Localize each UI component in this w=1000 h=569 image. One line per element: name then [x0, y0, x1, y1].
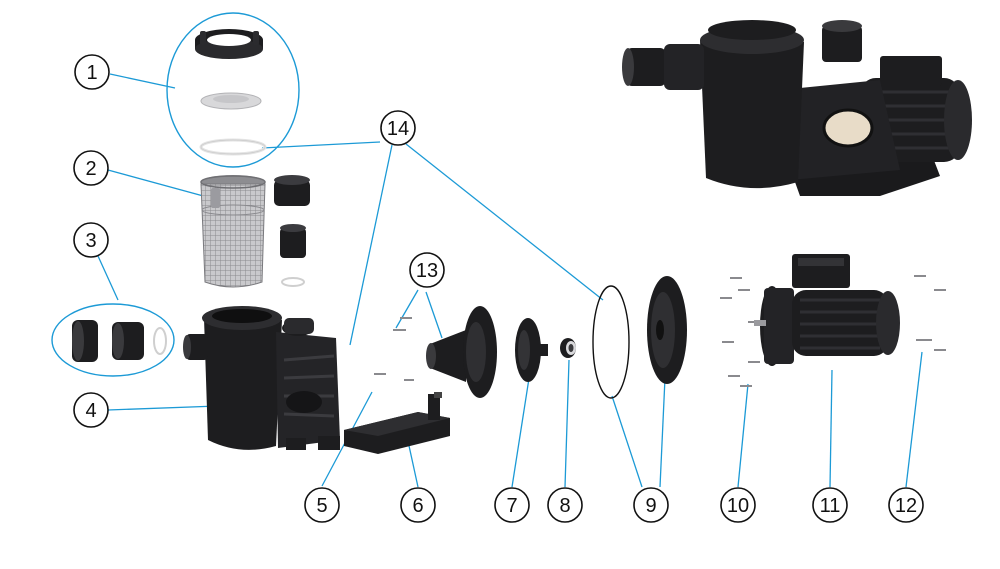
callout-2: 2	[73, 150, 109, 186]
basket-mesh-icon	[200, 183, 266, 288]
leader-line-14a	[261, 141, 381, 149]
callout-number: 12	[895, 495, 917, 517]
callout-circle	[409, 252, 445, 288]
diffuser-assembly	[393, 306, 497, 398]
diffuser-cone-icon	[430, 330, 466, 382]
callout-12: 12	[888, 487, 924, 523]
callout-8: 8	[547, 487, 583, 523]
impeller	[515, 318, 548, 382]
union-washer-icon	[281, 277, 305, 287]
callout-circle	[812, 487, 848, 523]
callout-13: 13	[409, 252, 445, 288]
housing-screws	[374, 373, 414, 381]
leader-line-12	[905, 351, 923, 488]
callout-circle	[380, 110, 416, 146]
callout-10: 10	[720, 487, 756, 523]
callout-circle	[73, 392, 109, 428]
callout-number: 4	[85, 400, 96, 422]
callout-number: 3	[85, 230, 96, 252]
union-nut-icon	[274, 180, 310, 206]
callout-circle	[547, 487, 583, 523]
callout-11: 11	[812, 487, 848, 523]
callout-number: 2	[85, 158, 96, 180]
callout-number: 1	[86, 62, 97, 84]
leader-line-9b	[659, 377, 666, 488]
callout-9: 9	[633, 487, 669, 523]
callout-5: 5	[304, 487, 340, 523]
leader-line-14c	[405, 143, 604, 301]
callout-number: 5	[316, 495, 327, 517]
mechanical-seal	[560, 338, 576, 358]
tail-piece-icon	[280, 228, 306, 258]
leader-line-4	[107, 405, 219, 411]
seal-plate-assembly	[592, 276, 687, 399]
leader-line-10	[737, 383, 749, 488]
leader-line-3	[97, 255, 119, 301]
callout-number: 13	[416, 260, 438, 282]
callout-circle	[400, 487, 436, 523]
callout-circle	[73, 150, 109, 186]
callout-circle	[888, 487, 924, 523]
callout-1: 1	[74, 54, 110, 90]
leader-line-7	[511, 371, 531, 488]
motor-bolts-left	[720, 277, 760, 387]
large-oring-icon	[592, 285, 630, 399]
lid-detail-circle	[166, 12, 300, 168]
callout-circle	[74, 54, 110, 90]
callout-number: 14	[387, 118, 409, 140]
leader-line-13b	[425, 291, 443, 339]
leader-line-11	[829, 369, 833, 488]
leader-line-1	[109, 73, 176, 89]
callout-number: 11	[820, 495, 841, 517]
pump-window-icon	[824, 110, 872, 146]
callout-circle	[633, 487, 669, 523]
callout-circle	[73, 222, 109, 258]
callout-number: 10	[727, 495, 749, 517]
union-set	[51, 303, 175, 377]
leader-line-8	[564, 359, 570, 488]
pump-housing	[183, 306, 340, 450]
strainer-basket	[200, 175, 310, 288]
pump-base	[344, 392, 450, 454]
leader-line-14b	[349, 144, 393, 346]
motor	[754, 254, 900, 366]
callout-number: 7	[506, 495, 517, 517]
leader-lines	[97, 73, 923, 488]
callout-circle	[720, 487, 756, 523]
callout-circle	[494, 487, 530, 523]
callout-3: 3	[73, 222, 109, 258]
callout-number: 6	[412, 495, 423, 517]
union-oring-icon	[153, 327, 167, 355]
callout-number: 9	[645, 495, 656, 517]
callout-number: 8	[559, 495, 570, 517]
callout-6: 6	[400, 487, 436, 523]
lid-assembly	[166, 12, 300, 168]
callout-7: 7	[494, 487, 530, 523]
leader-line-13a	[395, 289, 419, 329]
motor-bolts-right	[914, 275, 946, 351]
callout-4: 4	[73, 392, 109, 428]
callout-14: 14	[380, 110, 416, 146]
callout-circle	[304, 487, 340, 523]
leader-line-2	[107, 169, 219, 201]
leader-line-9a	[611, 395, 643, 488]
assembled-pump	[622, 20, 972, 196]
union-detail-circle	[51, 303, 175, 377]
